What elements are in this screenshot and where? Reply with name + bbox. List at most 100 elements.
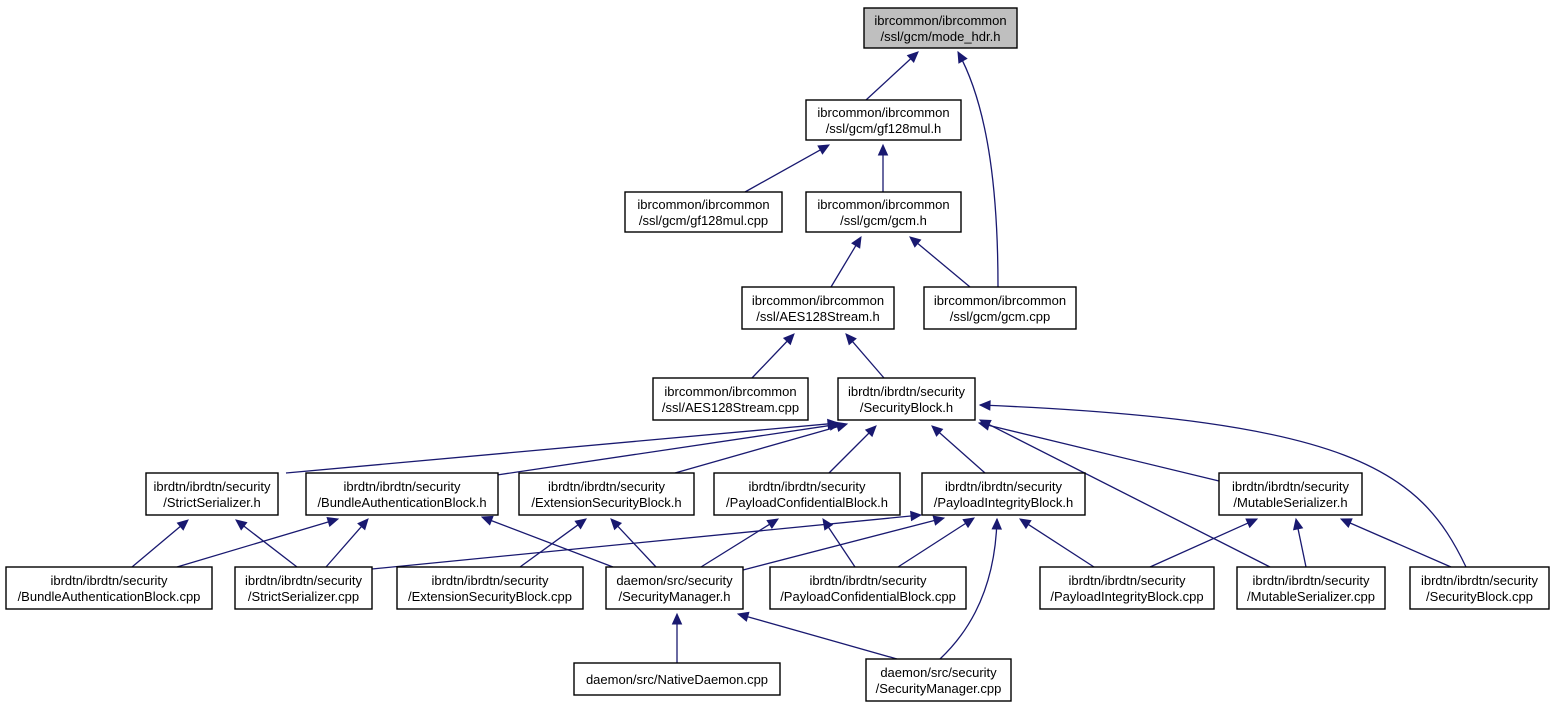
node-label-line1: ibrdtn/ibrdtn/security (343, 479, 461, 494)
arrowhead (782, 333, 795, 346)
node-label-line1: ibrcommon/ibrcommon (934, 293, 1066, 308)
arrowhead (978, 400, 991, 411)
edge-pib_cpp-to-mutableserializer_h (1149, 518, 1259, 568)
node-label-line2: /SecurityManager.cpp (876, 681, 1002, 696)
edges-layer (131, 50, 1467, 663)
node-pib-h[interactable]: ibrdtn/ibrdtn/security/PayloadIntegrityB… (921, 472, 1086, 516)
node-mutableserializer-h[interactable]: ibrdtn/ibrdtn/security/MutableSerializer… (1218, 472, 1363, 516)
edge-strictserializer_cpp-to-bab_h (325, 518, 369, 568)
node-gcm-h[interactable]: ibrcommon/ibrcommon/ssl/gcm/gcm.h (805, 191, 962, 233)
edge-gcm_h-to-gf128mul_h (877, 143, 889, 192)
node-label-line2: /ssl/gcm/gcm.cpp (950, 309, 1050, 324)
arrowhead (1339, 518, 1353, 529)
node-securitymanager-cpp[interactable]: daemon/src/security/SecurityManager.cpp (865, 658, 1012, 702)
arrowhead (1292, 517, 1304, 531)
node-label-line1: ibrdtn/ibrdtn/security (153, 479, 271, 494)
node-label-line2: /ExtensionSecurityBlock.h (531, 495, 681, 510)
edge-securitymanager_cpp-to-securitymanager_h (736, 611, 898, 660)
edge-aes128stream_cpp-to-aes128stream_h (751, 333, 795, 379)
edge-securitymanager_h-to-pib_h (742, 515, 946, 571)
arrowhead (910, 510, 923, 522)
node-label-line1: ibrdtn/ibrdtn/security (1421, 573, 1539, 588)
arrowhead (931, 425, 944, 437)
edge-bab_cpp-to-bab_h (176, 516, 340, 568)
arrowhead (817, 144, 831, 155)
node-label-line2: /SecurityBlock.h (860, 400, 953, 415)
node-mutableserializer-cpp[interactable]: ibrdtn/ibrdtn/security/MutableSerializer… (1236, 566, 1386, 610)
node-mode-hdr-h[interactable]: ibrcommon/ibrcommon/ssl/gcm/mode_hdr.h (863, 7, 1018, 49)
node-label-line2: /ssl/gcm/gf128mul.cpp (639, 213, 768, 228)
node-securitymanager-h[interactable]: daemon/src/security/SecurityManager.h (605, 566, 744, 610)
arrowhead (671, 612, 683, 625)
edge-strictserializer_cpp-to-pib_h (371, 510, 923, 570)
node-bab-h[interactable]: ibrdtn/ibrdtn/security/BundleAuthenticat… (305, 472, 499, 516)
edge-nativedaemon_cpp-to-securitymanager_h (671, 612, 683, 663)
edge-pib_h-to-securityblock_h (931, 425, 986, 474)
arrowhead (574, 518, 587, 530)
node-label-line2: /PayloadIntegrityBlock.cpp (1050, 589, 1203, 604)
node-label-line1: daemon/src/security (880, 665, 997, 680)
node-label-line2: /ssl/gcm/gf128mul.h (826, 121, 942, 136)
node-label-line2: /ssl/AES128Stream.h (756, 309, 880, 324)
edge-mutableserializer_cpp-to-mutableserializer_h (1292, 517, 1307, 568)
node-gcm-cpp[interactable]: ibrcommon/ibrcommon/ssl/gcm/gcm.cpp (923, 286, 1077, 330)
node-aes128stream-h[interactable]: ibrcommon/ibrcommon/ssl/AES128Stream.h (741, 286, 895, 330)
node-gf128mul-cpp[interactable]: ibrcommon/ibrcommon/ssl/gcm/gf128mul.cpp (624, 191, 783, 233)
node-pcb-h[interactable]: ibrdtn/ibrdtn/security/PayloadConfidenti… (713, 472, 901, 516)
arrowhead (957, 50, 968, 64)
edge-pcb_cpp-to-pcb_h (822, 517, 856, 568)
node-nativedaemon-cpp[interactable]: daemon/src/NativeDaemon.cpp (573, 662, 781, 696)
edge-securityblock_h-to-aes128stream_h (845, 333, 885, 379)
edge-securityblock_cpp-to-securityblock_h (978, 400, 1467, 568)
node-label-line2: /MutableSerializer.h (1233, 495, 1347, 510)
node-label-line1: ibrdtn/ibrdtn/security (50, 573, 168, 588)
edge-gcm_cpp-to-gcm_h (909, 236, 971, 288)
edge-securitymanager_h-to-esb_h (610, 518, 657, 568)
node-bab-cpp[interactable]: ibrdtn/ibrdtn/security/BundleAuthenticat… (5, 566, 213, 610)
node-strictserializer-h[interactable]: ibrdtn/ibrdtn/security/StrictSerializer.… (145, 472, 279, 516)
node-label-line1: ibrcommon/ibrcommon (817, 197, 949, 212)
node-pib-cpp[interactable]: ibrdtn/ibrdtn/security/PayloadIntegrityB… (1039, 566, 1215, 610)
arrowhead (176, 519, 189, 531)
arrowhead (235, 519, 248, 531)
arrowhead (1245, 518, 1259, 529)
node-label-line2: /SecurityBlock.cpp (1426, 589, 1533, 604)
edge-pcb_h-to-securityblock_h (828, 425, 877, 474)
node-label-line1: ibrcommon/ibrcommon (637, 197, 769, 212)
edge-bab_cpp-to-strictserializer_h (131, 519, 189, 568)
node-esb-h[interactable]: ibrdtn/ibrdtn/security/ExtensionSecurity… (518, 472, 695, 516)
arrowhead (932, 515, 946, 526)
node-label-line1: ibrcommon/ibrcommon (752, 293, 884, 308)
node-securityblock-h[interactable]: ibrdtn/ibrdtn/security/SecurityBlock.h (837, 377, 976, 421)
edge-aes128stream_h-to-gcm_h (830, 235, 862, 288)
node-esb-cpp[interactable]: ibrdtn/ibrdtn/security/ExtensionSecurity… (396, 566, 584, 610)
node-label-line1: ibrdtn/ibrdtn/security (848, 384, 966, 399)
arrowhead (845, 333, 857, 346)
node-securityblock-cpp[interactable]: ibrdtn/ibrdtn/security/SecurityBlock.cpp (1409, 566, 1550, 610)
node-label-line2: /ssl/AES128Stream.cpp (662, 400, 799, 415)
edge-esb_h-to-securityblock_h (674, 421, 849, 474)
node-label-line2: /BundleAuthenticationBlock.h (317, 495, 486, 510)
node-label-line2: /PayloadIntegrityBlock.h (934, 495, 1073, 510)
edge-securitymanager_h-to-bab_h (480, 515, 614, 568)
edge-pib_cpp-to-pib_h (1018, 518, 1095, 568)
node-gf128mul-h[interactable]: ibrcommon/ibrcommon/ssl/gcm/gf128mul.h (805, 99, 962, 141)
node-pcb-cpp[interactable]: ibrdtn/ibrdtn/security/PayloadConfidenti… (769, 566, 967, 610)
arrowhead (877, 143, 889, 156)
node-label-line2: /MutableSerializer.cpp (1247, 589, 1375, 604)
arrowhead (991, 517, 1003, 530)
arrowhead (357, 518, 369, 531)
arrowhead (962, 517, 976, 529)
node-label-line1: ibrdtn/ibrdtn/security (945, 479, 1063, 494)
node-label-line2: /PayloadConfidentialBlock.h (726, 495, 888, 510)
nodes-layer: ibrcommon/ibrcommon/ssl/gcm/mode_hdr.hib… (5, 7, 1550, 702)
node-label-line1: ibrdtn/ibrdtn/security (1068, 573, 1186, 588)
edge-securitymanager_h-to-pcb_h (700, 518, 780, 568)
edge-securitymanager_cpp-to-pib_h (939, 517, 1003, 660)
arrowhead (909, 236, 922, 248)
node-label-line1: ibrcommon/ibrcommon (664, 384, 796, 399)
node-strictserializer-cpp[interactable]: ibrdtn/ibrdtn/security/StrictSerializer.… (234, 566, 373, 610)
node-label-line1: ibrdtn/ibrdtn/security (1232, 479, 1350, 494)
node-aes128stream-cpp[interactable]: ibrcommon/ibrcommon/ssl/AES128Stream.cpp (652, 377, 809, 421)
node-label-line1: ibrdtn/ibrdtn/security (548, 479, 666, 494)
